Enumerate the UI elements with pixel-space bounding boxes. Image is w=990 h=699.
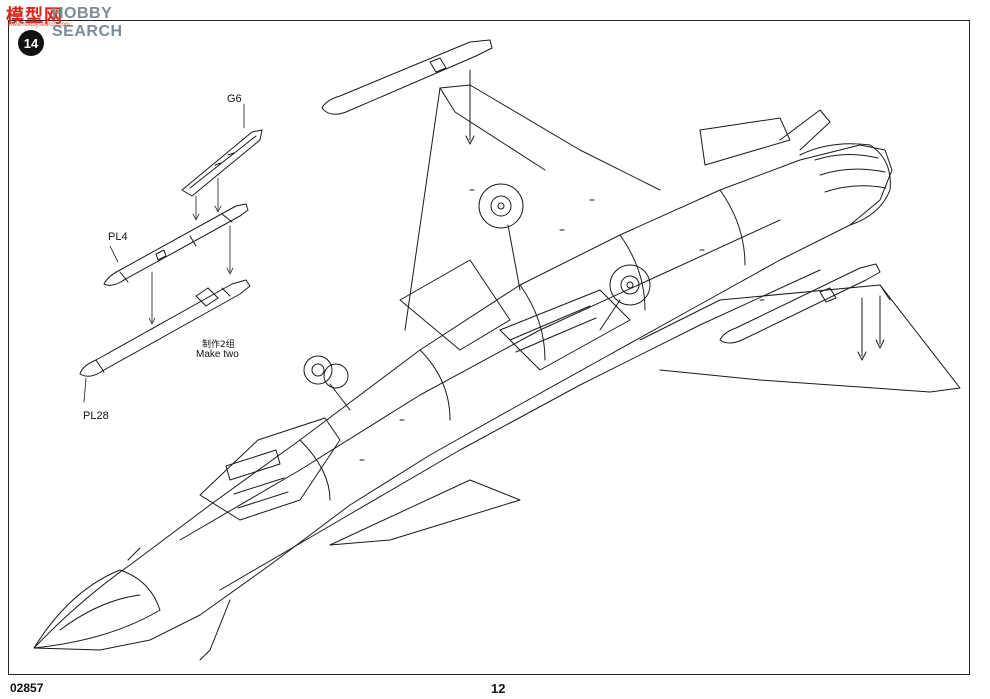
pylon-g6-part	[181, 129, 263, 197]
part-label-g6: G6	[227, 93, 242, 105]
kit-number: 02857	[10, 681, 44, 695]
aircraft-underside-drawing	[33, 39, 961, 661]
watermark-en: HOBBY SEARCH	[52, 5, 123, 40]
page-border	[8, 20, 970, 675]
part-label-pl4: PL4	[108, 231, 128, 243]
part-guide-lines	[83, 103, 245, 403]
missile-pl4-part	[103, 203, 249, 286]
page-number: 12	[491, 681, 506, 696]
watermark-cn: 模型网	[6, 6, 63, 27]
quantity-note-en: Make two	[196, 349, 239, 360]
part-label-pl28: PL28	[83, 410, 109, 422]
missile-pl28-part	[79, 279, 251, 377]
step-number-badge: 14	[18, 30, 44, 56]
watermark-url: www.hobbysearch.com	[8, 22, 70, 28]
watermark-logo: 模型网 HOBBY SEARCH www.hobbysearch.com	[2, 2, 172, 40]
quantity-note-cn: 制作2组	[202, 340, 235, 350]
